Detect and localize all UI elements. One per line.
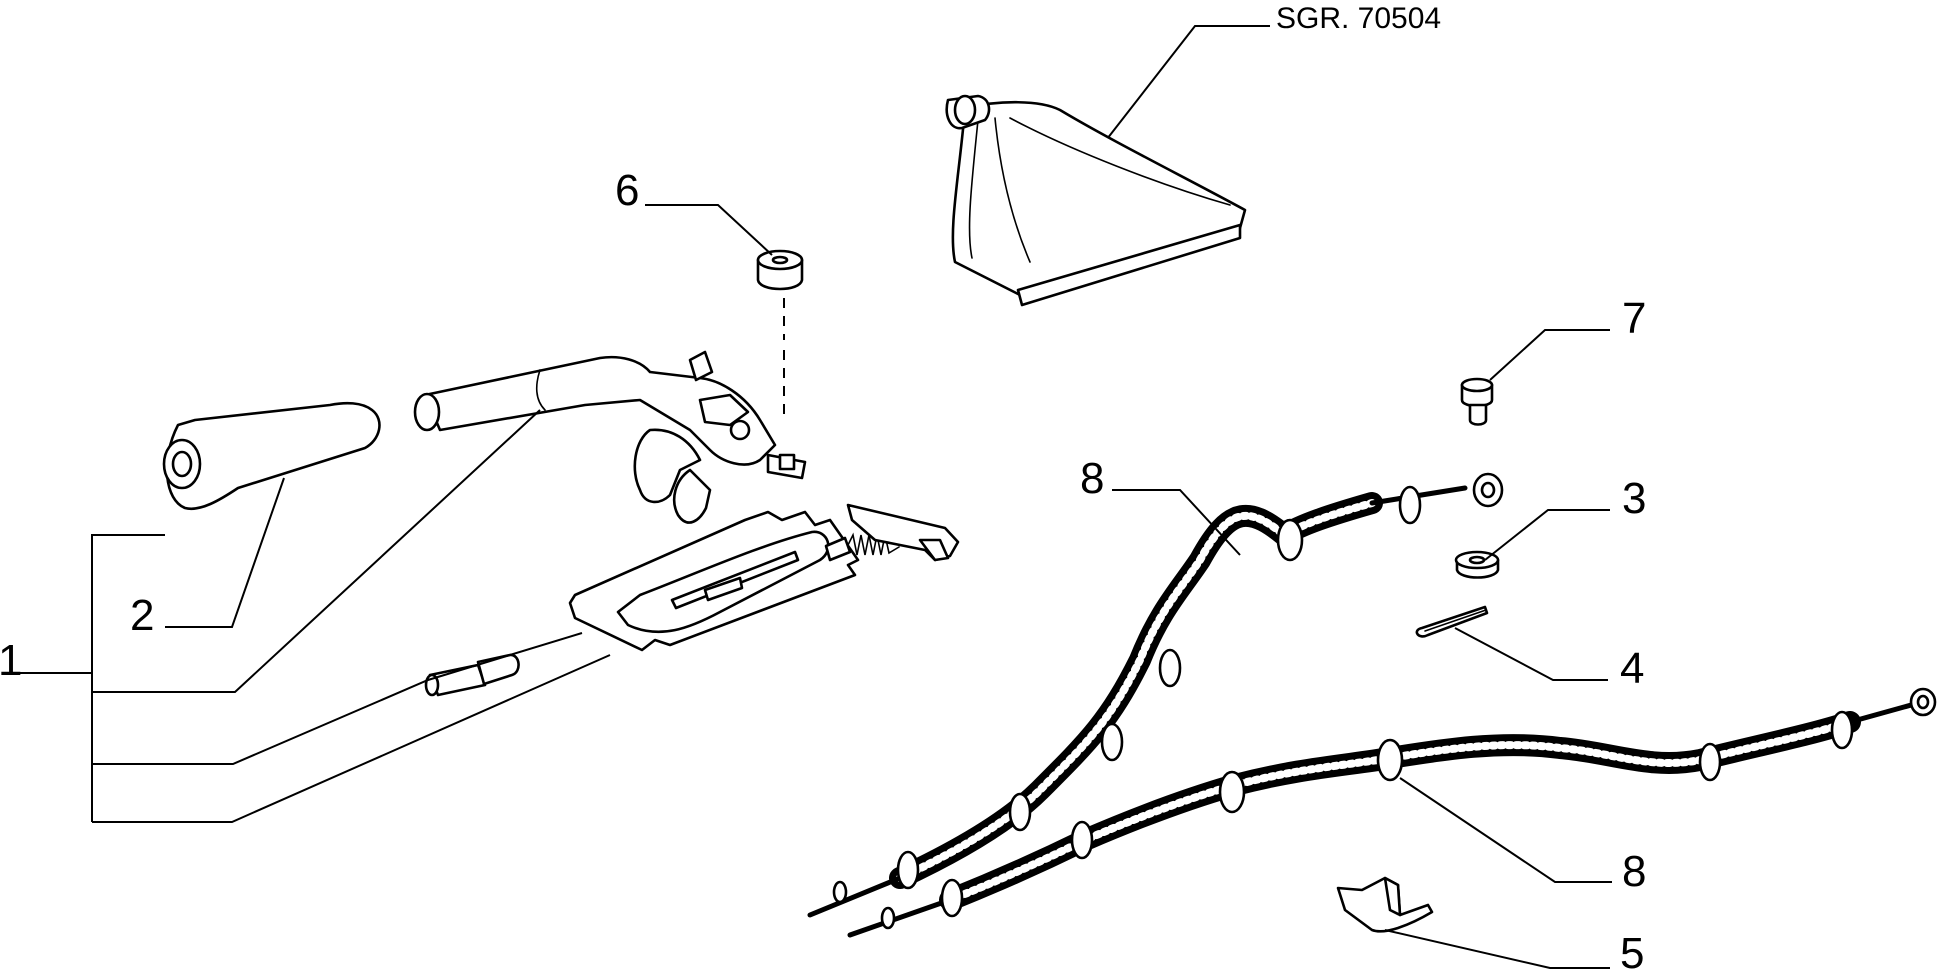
leader-2 xyxy=(165,477,285,628)
callout-2: 2 xyxy=(130,591,154,640)
part-8-brake-cable-right xyxy=(847,687,1937,938)
callout-6: 6 xyxy=(615,166,639,215)
leader-4 xyxy=(1454,627,1608,681)
callout-7: 7 xyxy=(1622,294,1646,343)
leader-3 xyxy=(1484,509,1610,561)
lever-arm-assembly xyxy=(413,350,807,524)
lever-pivot-pin xyxy=(424,653,520,697)
equalizer-spring xyxy=(824,503,960,562)
callout-1: 1 xyxy=(0,636,22,685)
part-4-cotter-pin xyxy=(1415,605,1489,638)
callout-4: 4 xyxy=(1620,644,1644,693)
part-2-lever-grip xyxy=(162,401,381,511)
lever-base-plate xyxy=(568,510,860,652)
leader-8-lower xyxy=(1399,777,1612,883)
part-7-bolt xyxy=(1460,377,1494,426)
part-8-brake-cable-left xyxy=(807,472,1504,918)
leader-drawing-reference xyxy=(1099,25,1270,149)
leader-1-arm xyxy=(92,409,541,693)
leader-8-upper xyxy=(1112,489,1241,556)
drawing-reference: SGR. 70504 xyxy=(1276,2,1441,35)
lever-gaiter-boot xyxy=(945,94,1247,307)
leader-7 xyxy=(1489,329,1610,381)
part-5-clip xyxy=(1336,876,1434,933)
callout-5: 5 xyxy=(1620,929,1644,973)
leader-6 xyxy=(645,204,773,256)
leader-1-bracket xyxy=(91,534,165,822)
part-3-washer xyxy=(1454,550,1500,579)
leader-5 xyxy=(1384,929,1610,969)
callout-8-lower: 8 xyxy=(1622,847,1646,896)
callout-3: 3 xyxy=(1622,474,1646,523)
leader-1-pin xyxy=(92,632,583,765)
callout-8-upper: 8 xyxy=(1080,454,1104,503)
leader-1-plate xyxy=(92,654,611,823)
part-6-nut xyxy=(756,249,804,291)
